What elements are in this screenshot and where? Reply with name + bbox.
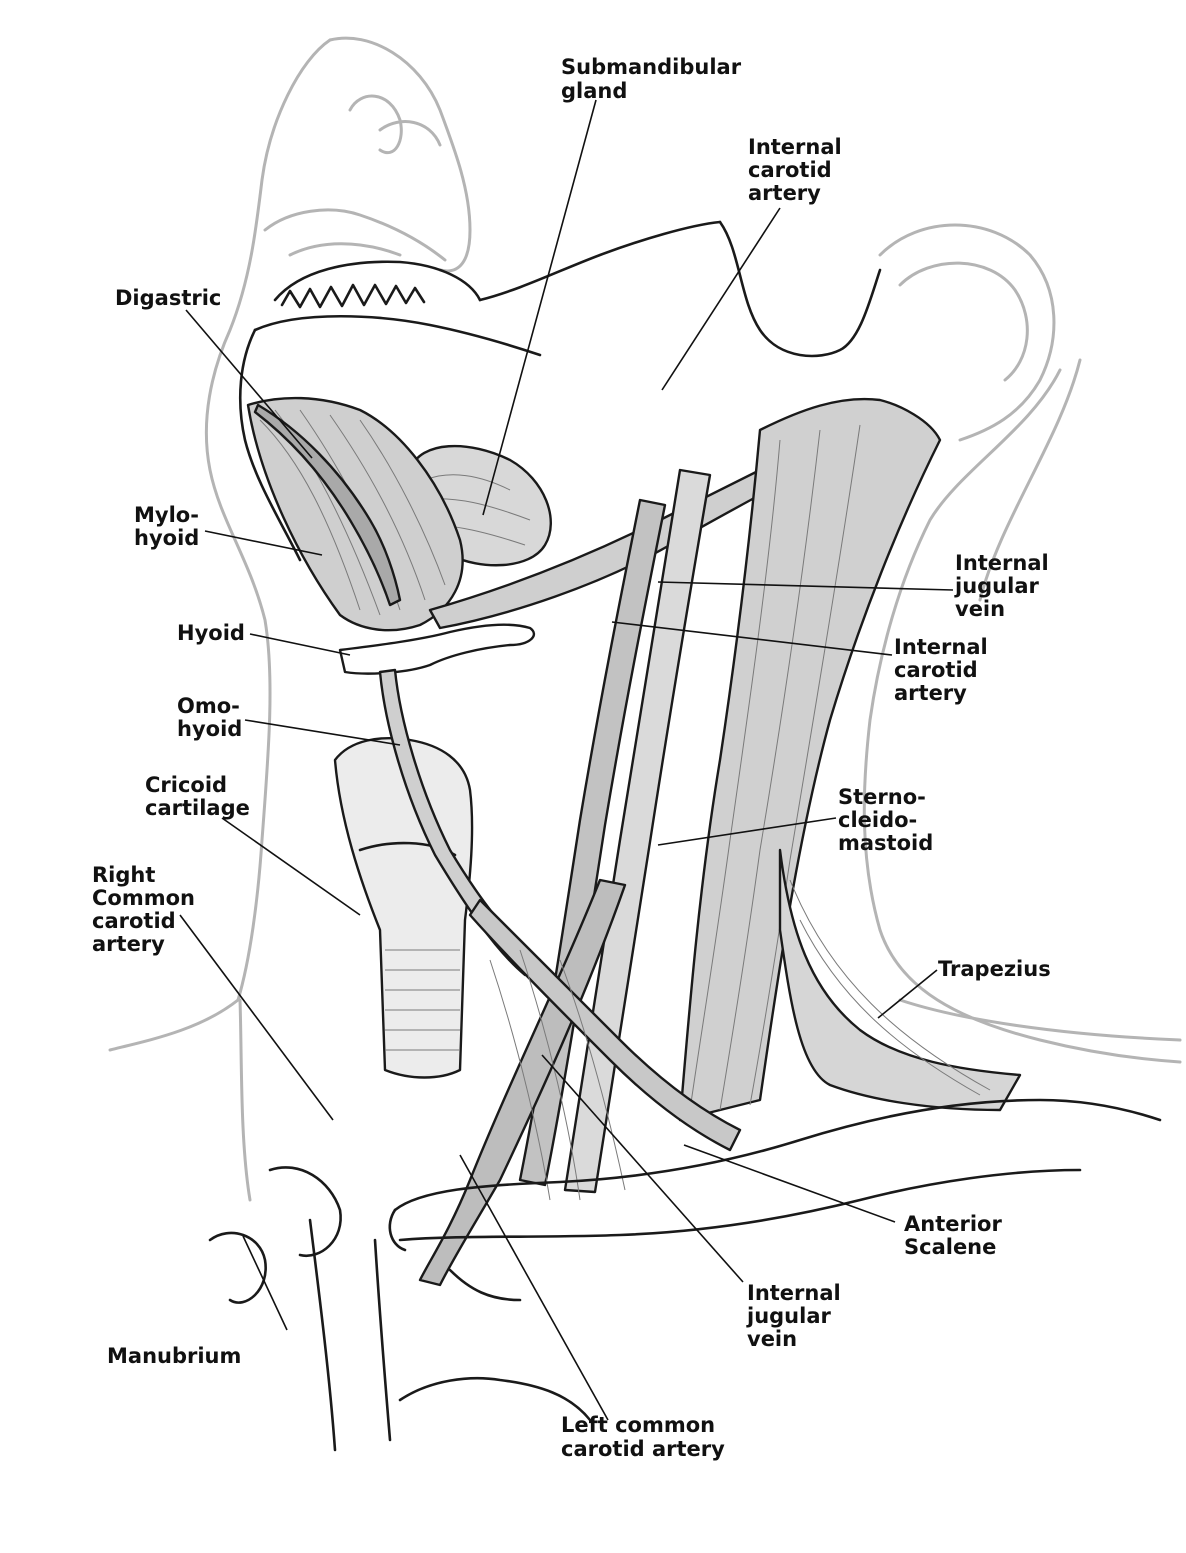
leader-omohyoid <box>244 719 401 746</box>
leader-hyoid <box>249 633 351 656</box>
mandible-angle <box>718 220 882 358</box>
trapezius-muscle <box>778 848 1022 1112</box>
label-right-common-carotid: Right Common carotid artery <box>92 863 202 956</box>
leader-submandibular <box>482 99 597 516</box>
larynx-trachea <box>333 737 474 1079</box>
label-mylohyoid: Mylo- hyoid <box>134 503 206 550</box>
leader-manubrium <box>242 1235 288 1331</box>
label-left-common-carotid: Left common carotid artery <box>561 1413 725 1461</box>
scalene-muscles <box>418 878 742 1287</box>
label-internal-jugular-upper: Internal jugular vein <box>954 551 1056 621</box>
label-omohyoid: Omo- hyoid <box>177 694 247 741</box>
leader-sternocleidomastoid <box>657 817 837 846</box>
label-internal-carotid-mid: Internal carotid artery <box>894 635 995 705</box>
hyoid-bone <box>338 623 536 675</box>
label-cricoid-cartilage: Cricoid cartilage <box>145 773 250 820</box>
leader-trapezius <box>877 969 938 1019</box>
body-outline <box>108 36 1182 1202</box>
leader-mylohyoid <box>204 530 323 556</box>
mandible-and-teeth <box>238 220 722 562</box>
leader-internal-jugular-upper <box>657 581 954 591</box>
leader-internal-carotid-top <box>661 207 781 391</box>
leader-left-common-carotid <box>459 1154 609 1421</box>
label-hyoid: Hyoid <box>177 621 245 645</box>
label-manubrium: Manubrium <box>107 1344 241 1368</box>
digastric-mylohyoid-muscles <box>246 396 464 632</box>
labels: Submandibular gland Internal carotid art… <box>92 55 1056 1461</box>
label-internal-carotid-top: Internal carotid artery <box>748 135 849 205</box>
label-anterior-scalene: Anterior Scalene <box>904 1212 1009 1259</box>
label-internal-jugular-lower: Internal jugular vein <box>746 1281 848 1351</box>
label-trapezius: Trapezius <box>938 957 1051 981</box>
leader-digastric <box>185 309 313 459</box>
leader-internal-jugular-lower <box>541 1054 744 1283</box>
leader-cricoid <box>221 817 361 916</box>
label-digastric: Digastric <box>115 286 221 310</box>
label-submandibular-gland: Submandibular gland <box>561 55 748 103</box>
leader-internal-carotid-mid <box>611 621 893 656</box>
leader-right-common-carotid <box>179 914 334 1121</box>
clavicle-manubrium <box>208 1098 1162 1452</box>
leader-lines <box>179 99 954 1421</box>
label-sternocleidomastoid: Sterno- cleido- mastoid <box>838 785 933 855</box>
leader-anterior-scalene <box>683 1144 896 1223</box>
